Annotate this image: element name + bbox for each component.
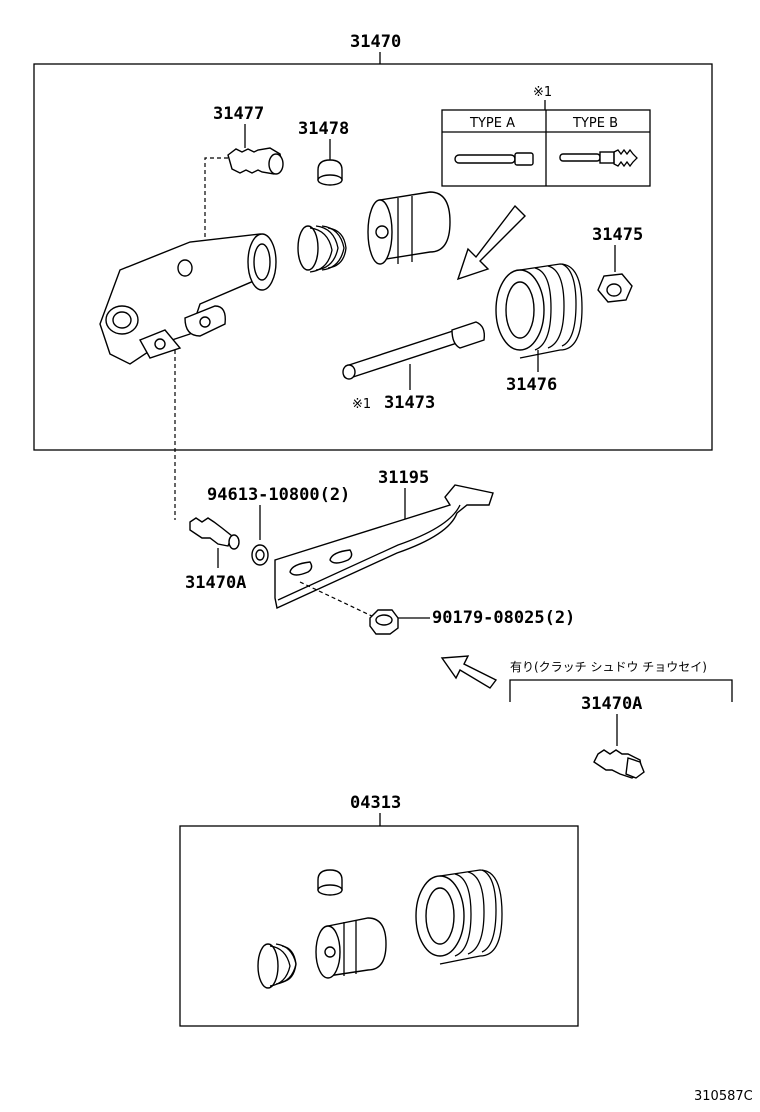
hex-bolt-icon bbox=[593, 749, 645, 779]
type-a-rod-icon bbox=[454, 152, 534, 166]
piston-icon bbox=[367, 191, 451, 265]
note-mark-1: ※1 bbox=[533, 85, 552, 100]
label-31475: 31475 bbox=[592, 225, 643, 245]
japanese-note: 有り(クラッチ シュドウ チョウセイ) bbox=[510, 660, 707, 674]
note-mark-2: ※1 bbox=[352, 397, 371, 412]
boot-icon bbox=[495, 263, 583, 359]
arrow-icon bbox=[456, 204, 526, 281]
label-31478: 31478 bbox=[298, 119, 349, 139]
cylinder-body-icon bbox=[99, 233, 277, 365]
kit-spring-icon bbox=[257, 943, 297, 989]
washer-icon bbox=[251, 544, 269, 566]
label-31477: 31477 bbox=[213, 104, 264, 124]
type-b-rod-icon bbox=[559, 148, 638, 168]
label-31195: 31195 bbox=[378, 468, 429, 488]
nut-icon bbox=[597, 273, 633, 303]
kit-cap-icon bbox=[317, 869, 343, 896]
label-bolt: 90179-08025(2) bbox=[432, 608, 575, 628]
flange-bolt-icon bbox=[369, 609, 399, 635]
union-bolt-icon bbox=[189, 517, 240, 550]
kit-piston-icon bbox=[315, 917, 387, 979]
assembly-box bbox=[33, 63, 713, 451]
push-rod-icon bbox=[342, 321, 486, 380]
type-b-label: TYPE B bbox=[572, 116, 618, 131]
repair-kit-box bbox=[179, 825, 579, 1027]
kit-boot-icon bbox=[415, 869, 503, 965]
type-a-label: TYPE A bbox=[469, 116, 515, 131]
bracket-icon bbox=[274, 484, 494, 610]
spring-icon bbox=[297, 225, 347, 273]
bleeder-plug-icon bbox=[227, 147, 284, 175]
label-31470a-right: 31470A bbox=[581, 694, 642, 714]
small-arrow-icon bbox=[440, 655, 498, 689]
figure-code: 310587C bbox=[694, 1089, 753, 1104]
label-31476: 31476 bbox=[506, 375, 557, 395]
label-washer: 94613-10800(2) bbox=[207, 485, 350, 505]
label-31470a-left: 31470A bbox=[185, 573, 246, 593]
label-04313: 04313 bbox=[350, 793, 401, 813]
label-31470: 31470 bbox=[350, 32, 401, 52]
bleeder-cap-icon bbox=[317, 159, 343, 186]
type-table: TYPE A TYPE B bbox=[441, 109, 651, 187]
label-31473: 31473 bbox=[384, 393, 435, 413]
